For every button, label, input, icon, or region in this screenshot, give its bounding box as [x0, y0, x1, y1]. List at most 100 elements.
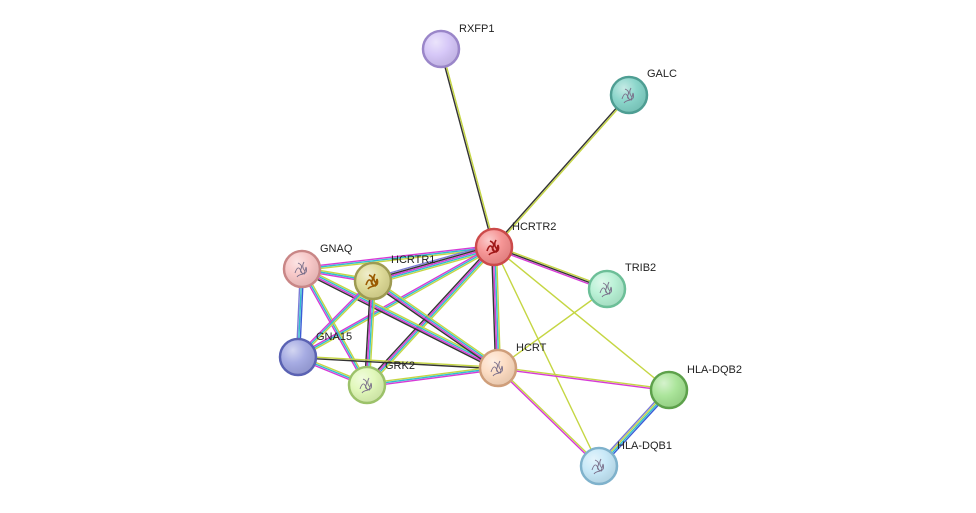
node-label: TRIB2	[625, 262, 656, 274]
edge-line-experimental	[492, 247, 498, 369]
edge-line-coexpression	[492, 94, 629, 247]
edge-line-coexpression	[439, 49, 494, 248]
edge-GALC-HCRTR2[interactable]	[492, 94, 631, 248]
edge-line-database	[301, 246, 495, 270]
node-grk2[interactable]: GRK2	[347, 360, 415, 405]
protein-structure-icon	[294, 261, 308, 278]
node-trib2[interactable]: TRIB2	[587, 262, 656, 309]
protein-structure-icon	[591, 458, 605, 475]
edge-line-experimental	[372, 281, 498, 370]
edge-line-text_mining	[368, 248, 497, 388]
edge-line-coexpression	[297, 357, 498, 370]
edge-line-text_mining	[495, 246, 502, 368]
node-highlight	[285, 252, 319, 286]
edge-HCRTR2-HLA-DQB2[interactable]	[493, 246, 670, 391]
node-label: GRK2	[385, 360, 415, 372]
edge-line-experimental	[299, 269, 367, 387]
edge-line-database	[373, 247, 495, 284]
edge-line-text_mining	[498, 366, 670, 390]
edge-line-experimental	[493, 247, 607, 292]
node-hla-dqb1[interactable]: HLA-DQB1	[579, 440, 672, 486]
node-highlight	[281, 340, 315, 374]
edge-HCRTR2-HCRT[interactable]	[490, 246, 502, 369]
edge-line-text_mining	[298, 355, 499, 368]
edge-HCRT-HLA-DQB1[interactable]	[496, 366, 601, 468]
edge-line-text_mining	[298, 247, 496, 360]
edge-line-text_mining	[497, 288, 608, 369]
node-hcrtr2[interactable]: HCRTR2	[474, 221, 556, 267]
node-highlight	[612, 78, 646, 112]
edge-line-database	[366, 367, 499, 386]
protein-structure-icon	[365, 273, 379, 290]
edge-line-database	[297, 246, 495, 358]
edge-line-text_mining	[441, 48, 496, 247]
node-galc[interactable]: GALC	[609, 68, 677, 115]
node-highlight	[481, 351, 515, 385]
node-label: HCRTR2	[512, 221, 556, 233]
node-hla-dqb2[interactable]: HLA-DQB2	[649, 364, 742, 410]
edge-line-text_mining	[493, 246, 600, 467]
edge-line-coexpression	[372, 244, 494, 281]
edge-GNAQ-HCRT[interactable]	[300, 266, 500, 371]
node-rxfp1[interactable]: RXFP1	[421, 23, 494, 69]
protein-structure-icon	[599, 281, 613, 298]
edge-line-coexpression	[493, 246, 608, 290]
edge-RXFP1-HCRTR2[interactable]	[439, 48, 496, 248]
node-highlight	[356, 264, 390, 298]
node-highlight	[424, 32, 458, 66]
edge-line-text_mining	[494, 95, 631, 248]
edge-HCRTR1-HCRT[interactable]	[371, 278, 500, 371]
edge-line-experimental	[301, 244, 494, 269]
edge-line-text_mining	[498, 366, 601, 466]
edge-line-homology	[371, 243, 494, 279]
edge-GNAQ-GRK2[interactable]	[299, 267, 370, 387]
edge-line-database	[301, 268, 368, 386]
nodes-layer: RXFP1GALCHCRTR2TRIB2GNAQHCRTR1GNA15GRK2H…	[278, 23, 742, 486]
edge-line-coexpression	[490, 247, 497, 369]
node-label: HLA-DQB1	[617, 440, 672, 452]
edge-GRK2-HCRT[interactable]	[366, 365, 499, 388]
edge-line-database	[373, 279, 499, 368]
protein-structure-icon	[490, 360, 504, 377]
edges-layer	[295, 48, 672, 469]
protein-structure-icon	[486, 239, 500, 256]
node-highlight	[590, 272, 624, 306]
edge-TRIB2-HCRT[interactable]	[497, 288, 608, 369]
edge-line-experimental	[367, 368, 499, 388]
node-hcrt[interactable]: HCRT	[478, 342, 547, 388]
protein-structure-icon	[621, 87, 635, 104]
edge-HCRTR2-TRIB2[interactable]	[493, 244, 608, 292]
edge-line-text_mining	[373, 278, 500, 367]
node-highlight	[652, 373, 686, 407]
node-label: GNAQ	[320, 243, 353, 255]
edge-line-text_mining	[493, 246, 670, 391]
edge-line-coexpression	[371, 282, 498, 371]
node-gnaq[interactable]: GNAQ	[282, 243, 353, 289]
protein-structure-icon	[359, 377, 373, 394]
edge-HCRT-HLA-DQB2[interactable]	[497, 366, 670, 392]
node-highlight	[350, 368, 384, 402]
edge-line-text_mining	[366, 365, 498, 385]
edge-line-experimental	[496, 368, 599, 468]
edge-line-database	[302, 267, 499, 368]
edge-HCRTR2-GNA15[interactable]	[296, 244, 496, 360]
edge-GNA15-HCRT[interactable]	[297, 355, 499, 370]
edge-line-text_mining	[302, 267, 370, 385]
edge-line-experimental	[372, 246, 495, 282]
edge-line-experimental	[497, 368, 669, 392]
edge-line-experimental	[301, 269, 498, 370]
node-gna15[interactable]: GNA15	[278, 331, 352, 377]
node-label: HCRT	[516, 342, 547, 354]
node-hcrtr1[interactable]: HCRTR1	[353, 254, 435, 301]
node-label: HLA-DQB2	[687, 364, 742, 376]
edge-HCRTR2-HLA-DQB1[interactable]	[493, 246, 600, 467]
edge-line-experimental	[296, 244, 494, 357]
node-highlight	[582, 449, 616, 483]
node-label: GNA15	[316, 331, 352, 343]
node-label: GALC	[647, 68, 677, 80]
edge-line-coexpression	[300, 270, 498, 371]
node-highlight	[477, 230, 511, 264]
edge-line-database	[494, 246, 500, 368]
node-label: HCRTR1	[391, 254, 435, 266]
